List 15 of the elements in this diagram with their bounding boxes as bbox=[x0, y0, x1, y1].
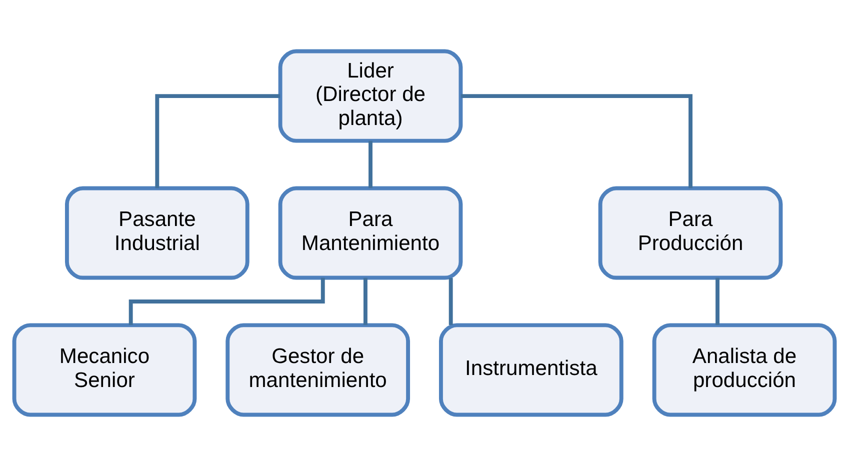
node-box: Para Producción bbox=[598, 186, 783, 280]
connector bbox=[368, 140, 372, 188]
connector bbox=[448, 278, 453, 325]
node-box: Instrumentista bbox=[438, 323, 624, 417]
node-box: Pasante Industrial bbox=[64, 186, 250, 280]
node-box: Analista de producción bbox=[652, 323, 837, 417]
node-box: Para Mantenimiento bbox=[278, 186, 463, 280]
connector bbox=[155, 94, 280, 188]
connector bbox=[128, 278, 325, 326]
connector bbox=[716, 278, 720, 325]
connector bbox=[460, 94, 692, 188]
node-box: Mecanico Senior bbox=[12, 323, 197, 417]
connector bbox=[363, 278, 368, 325]
node-box: Lider (Director de planta) bbox=[278, 49, 463, 143]
node-box: Gestor de mantenimiento bbox=[226, 323, 410, 417]
